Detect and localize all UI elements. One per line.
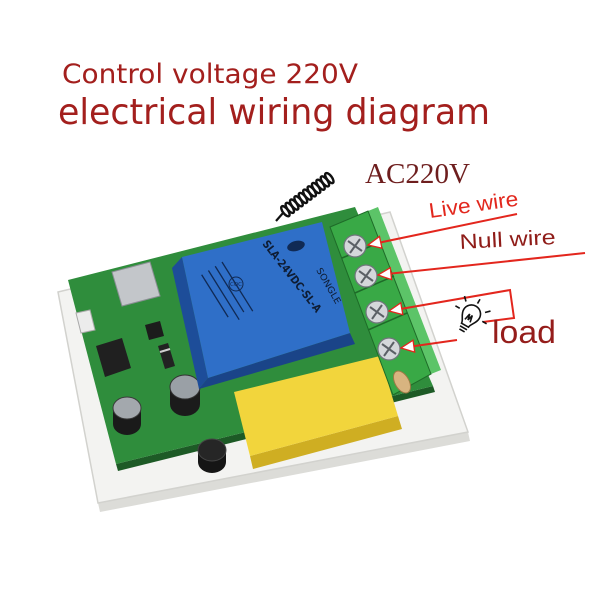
electrolytic-capacitor-1: [112, 396, 142, 435]
terminal-screw-3: [365, 300, 389, 324]
wiring-lines: [367, 213, 586, 349]
cqc-mark: [228, 276, 244, 292]
bulb-ray: [476, 298, 481, 304]
arrow-null: [376, 266, 393, 281]
capacitor-top: [169, 374, 201, 400]
terminal-divider: [367, 312, 408, 331]
enclosure-base-edge: [98, 432, 470, 512]
heading-line-1: Control voltage 220V: [62, 59, 359, 90]
fine-print-line: [214, 265, 245, 313]
load-label: load: [492, 314, 556, 350]
rectifier-top: [197, 438, 227, 462]
terminal-screw-2: [354, 264, 378, 288]
x2-capacitor-top: [234, 356, 398, 456]
bulb-base: [459, 325, 468, 331]
songle-logo: [287, 240, 305, 252]
varistor: [392, 370, 412, 394]
bulb-base: [459, 328, 465, 333]
electrolytic-capacitor-2: [169, 374, 201, 416]
learn-button: [75, 309, 96, 334]
bulb-ray: [484, 310, 491, 314]
x2-capacitor-front: [250, 416, 402, 469]
terminal-arrows: [366, 235, 416, 354]
rf-receiver-module: [111, 261, 161, 307]
live-wire-line: [367, 213, 518, 246]
null-wire-label: Null wire: [459, 226, 556, 254]
terminal-screw-4: [377, 337, 401, 361]
relay-module-board: SLA-24VDC-SL-A SONGLE CQC: [57, 171, 470, 512]
x2-capacitor: [234, 356, 402, 469]
screw-slot: [383, 341, 395, 357]
relay-front: [199, 333, 355, 389]
coil-turn: [323, 171, 335, 185]
transistor: [145, 321, 164, 340]
bulb-filament: [464, 313, 474, 323]
screw-slot: [360, 268, 372, 284]
relay-fine-print: [201, 261, 254, 321]
bulb-ray: [455, 305, 461, 309]
null-wire-line: [377, 252, 586, 276]
supply-label: AC220V: [365, 158, 470, 190]
relay-side: [172, 257, 208, 389]
terminal-screw-1: [343, 234, 367, 258]
ic-chip: [96, 338, 131, 377]
antenna-coil: [280, 171, 335, 218]
load-loop-line: [388, 288, 516, 323]
arrow-load-2: [399, 339, 416, 354]
bridge-rectifier: [197, 438, 227, 473]
bulb-ray: [463, 295, 467, 302]
arrow-live: [366, 235, 383, 250]
bulb-glass: [460, 304, 482, 329]
relay: SLA-24VDC-SL-A SONGLE CQC: [172, 222, 355, 389]
terminal-block-ridge: [368, 207, 441, 374]
diode: [158, 343, 175, 369]
arrow-load-1: [387, 301, 404, 316]
fine-print-line: [201, 274, 229, 318]
screw-slot: [349, 238, 361, 254]
fine-print-line: [207, 270, 240, 321]
antenna-lead: [275, 212, 284, 222]
capacitor-top: [112, 396, 142, 420]
heading-line-2: electrical wiring diagram: [58, 92, 490, 133]
fine-print-line: [221, 261, 254, 312]
relay-top: [182, 222, 350, 378]
light-bulb-icon: [455, 295, 491, 333]
diode-band: [159, 348, 171, 353]
bulb-ray: [481, 320, 487, 325]
heading: Control voltage 220V electrical wiring d…: [58, 59, 490, 133]
screw-slot: [371, 304, 383, 320]
